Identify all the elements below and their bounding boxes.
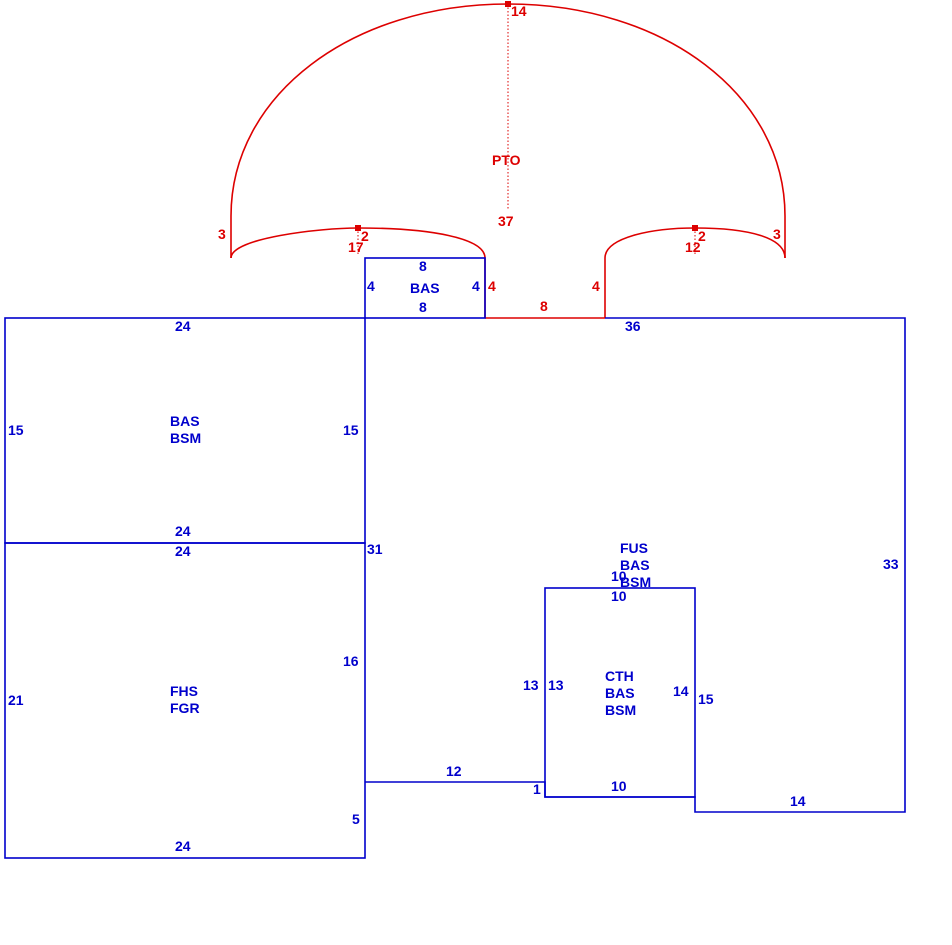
area-label: FGR: [170, 700, 200, 716]
dimension-label: 2: [361, 228, 369, 244]
dimension-label: 15: [698, 691, 714, 707]
area-label: BSM: [170, 430, 201, 446]
dimension-label: 14: [673, 683, 689, 699]
dimension-label: 15: [343, 422, 359, 438]
dimension-label: 10: [611, 568, 627, 584]
dimension-label: 4: [592, 278, 600, 294]
dimension-label: 33: [883, 556, 899, 572]
dimension-label: 12: [685, 239, 701, 255]
left-lower-box: [4, 542, 366, 859]
dimension-label: 3: [218, 226, 226, 242]
dimension-labels: 8 8 4 4 24 15 15 24 24 21 16 5 24 36 31 …: [8, 258, 899, 854]
dimension-label: 4: [367, 278, 375, 294]
area-label: FUS: [620, 540, 648, 556]
building-outline: [4, 257, 906, 859]
dimension-label: 3: [773, 226, 781, 242]
porch-top-marker: [505, 1, 511, 7]
porch-left-marker: [355, 225, 361, 231]
area-label: BAS: [170, 413, 200, 429]
dimension-label: 13: [548, 677, 564, 693]
dimension-label: 4: [488, 278, 496, 294]
dimension-label: 31: [367, 541, 383, 557]
dimension-label: 24: [175, 543, 191, 559]
dimension-label: 37: [498, 213, 514, 229]
area-label: FHS: [170, 683, 198, 699]
area-label: BAS: [410, 280, 440, 296]
dimension-label: 5: [352, 811, 360, 827]
area-label: CTH: [605, 668, 634, 684]
area-label: BSM: [620, 574, 651, 590]
area-label: BAS: [605, 685, 635, 701]
dimension-label: 24: [175, 318, 191, 334]
dimension-label: 21: [8, 692, 24, 708]
dimension-label: 17: [348, 239, 364, 255]
dimension-label: 4: [472, 278, 480, 294]
dimension-label: 24: [175, 838, 191, 854]
dimension-label: 12: [446, 763, 462, 779]
dimension-label: 14: [511, 3, 527, 19]
dimension-label: 2: [698, 228, 706, 244]
dimension-label: 10: [611, 588, 627, 604]
area-label: BSM: [605, 702, 636, 718]
dimension-label: 8: [419, 258, 427, 274]
dimension-label: 24: [175, 523, 191, 539]
dimension-label: 1: [533, 781, 541, 797]
dimension-label: 36: [625, 318, 641, 334]
porch-right-marker: [692, 225, 698, 231]
dimension-label: 8: [540, 298, 548, 314]
porch-dimension-labels: 14 37 3 3 2 17 2 12 4 4 8: [218, 3, 781, 314]
dimension-label: 14: [790, 793, 806, 809]
dimension-label: 16: [343, 653, 359, 669]
area-label: BAS: [620, 557, 650, 573]
dimension-label: 13: [523, 677, 539, 693]
dimension-label: 8: [419, 299, 427, 315]
bas-small-box: [364, 257, 486, 319]
dimension-label: 15: [8, 422, 24, 438]
inner-cth-box: [544, 587, 696, 798]
area-labels: BAS BAS BSM FHS FGR FUS BAS BSM CTH BAS …: [170, 152, 651, 718]
dimension-label: 10: [611, 778, 627, 794]
area-label: PTO: [492, 152, 521, 168]
